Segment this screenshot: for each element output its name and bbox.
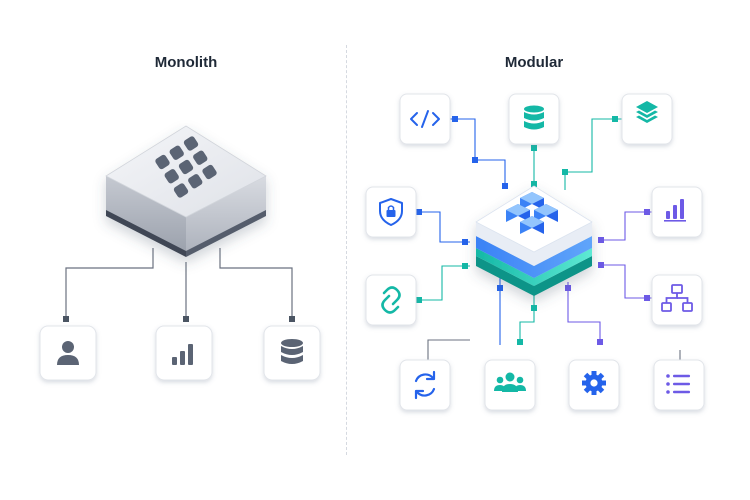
module-card-list [653,359,705,411]
database-icon [281,339,303,364]
code-icon [410,110,440,128]
cubes-icon [506,192,558,234]
module-card-sync [399,359,451,411]
connector-node [183,316,189,322]
monolith-module-user [39,325,97,381]
link-icon [381,286,401,314]
list-icon [666,374,690,394]
team-icon [494,372,526,392]
bar-chart-icon [664,199,686,222]
gear-icon [582,371,606,395]
module-card-security [365,186,417,238]
hierarchy-icon [661,284,693,312]
user-icon [57,341,79,365]
database-icon [524,105,544,130]
module-card-code [399,93,451,145]
grid-nine-icon [155,136,217,198]
module-card-database [508,93,560,145]
connector-node [289,316,295,322]
monolith-title: Monolith [154,54,218,71]
module-card-link [365,274,417,326]
monolith-connectors [65,248,293,320]
module-card-analytics [651,186,703,238]
module-card-hierarchy [651,274,703,326]
connector-node [63,316,69,322]
module-card-team [484,359,536,411]
module-card-layers [621,93,673,145]
sync-icon [414,370,436,400]
modular-title: Modular [504,54,564,71]
security-shield-icon [379,198,403,226]
monolith-module-database [263,325,321,381]
layers-icon [636,101,658,123]
modular-connector-nodes [416,116,650,345]
bar-chart-icon [172,344,193,365]
modular-connectors [416,118,681,360]
panel-divider [346,45,347,455]
module-card-settings [568,359,620,411]
monolith-module-chart [155,325,213,381]
